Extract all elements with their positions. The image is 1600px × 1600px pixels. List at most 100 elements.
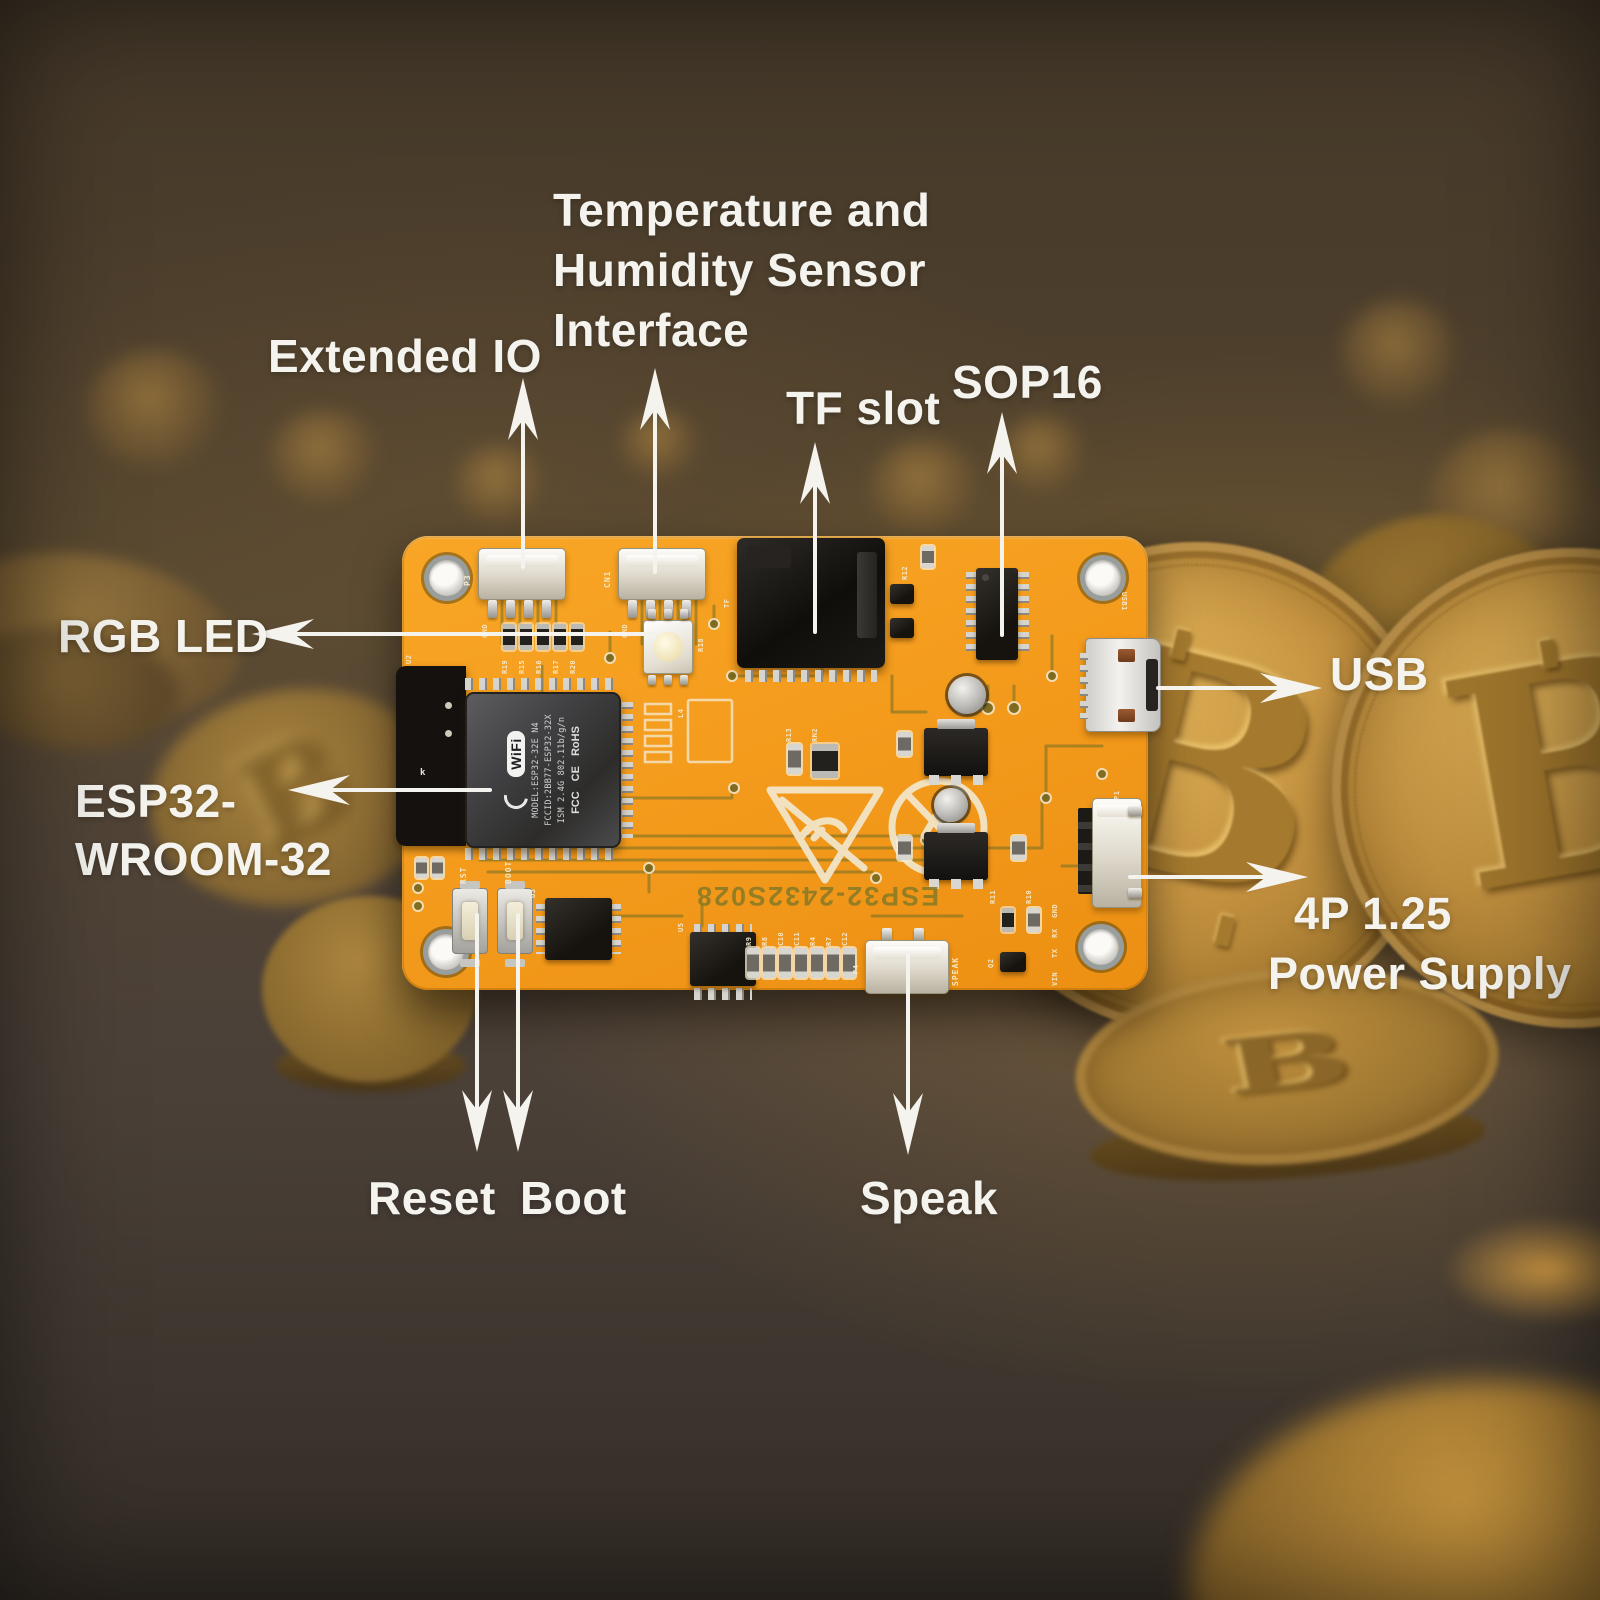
pcb-board: P3 GND CN1 GND R19 R15 R16 R17 R20 R1	[396, 536, 1161, 1000]
boot-button	[497, 881, 533, 954]
power-arrowhead	[1246, 862, 1308, 892]
bokeh-light	[455, 445, 545, 525]
connector-pin	[882, 928, 892, 942]
resistor	[788, 744, 801, 774]
rgb-led	[643, 609, 693, 685]
tf-card-slot	[737, 538, 885, 668]
transistor	[1000, 952, 1026, 972]
passive	[795, 948, 807, 978]
temp-sensor-arrowhead	[640, 368, 670, 430]
bokeh-light	[270, 410, 380, 505]
resistor	[1002, 908, 1014, 932]
passive	[1012, 836, 1025, 860]
reset-arrowhead	[462, 1090, 492, 1152]
connector-pin	[1128, 888, 1142, 898]
resistor	[922, 546, 934, 568]
label-tf-slot: TF slot	[786, 382, 941, 434]
usb-legs	[1080, 653, 1088, 719]
usb-opening	[1146, 659, 1158, 711]
micro-usb-connector	[1080, 638, 1161, 732]
antenna-dot	[445, 730, 452, 737]
passive	[747, 948, 759, 978]
u3-pins	[536, 904, 547, 954]
esp32-arrowhead	[288, 775, 350, 805]
resistor	[571, 624, 583, 650]
label-power-supply-l2: Power Supply	[1268, 948, 1572, 999]
power-connector-pins	[1078, 808, 1094, 894]
connector-pin	[506, 600, 515, 618]
led-pin	[664, 609, 672, 619]
bokeh-light	[85, 350, 225, 470]
label-line: Temperature and	[553, 184, 931, 236]
resistor	[554, 624, 566, 650]
esp32-antenna: k	[396, 666, 466, 846]
tf-slot-spring	[857, 552, 877, 638]
u5-chip	[690, 932, 756, 986]
sop16-arrowhead	[987, 412, 1017, 474]
bokeh-light	[870, 440, 980, 535]
sop16-pins-left	[966, 572, 977, 656]
mounting-hole	[1083, 929, 1119, 965]
esp32-shield: WiFi MODEL:ESP32-32E N4 FCCID:2BB77-ESP3…	[465, 692, 621, 848]
led-pin	[680, 609, 688, 619]
passive	[416, 858, 427, 878]
pin1-dot	[982, 574, 989, 581]
transistor	[890, 618, 914, 638]
sop16-chip	[976, 568, 1018, 660]
silkscreen-k: k	[420, 768, 426, 778]
label-usb: USB	[1330, 648, 1429, 700]
label-extended-io: Extended IO	[268, 330, 542, 382]
passive	[763, 948, 775, 978]
bokeh-light	[620, 410, 700, 480]
u5-pins	[694, 988, 752, 1000]
passive	[898, 732, 911, 756]
temp-humidity-connector	[618, 548, 706, 600]
bokeh-light	[1340, 300, 1460, 410]
passive	[843, 948, 855, 978]
resistor	[537, 624, 549, 650]
label-line: ESP32-	[75, 775, 237, 827]
resistor	[503, 624, 515, 650]
u3-chip	[545, 898, 612, 960]
module-pins-bottom	[465, 848, 617, 860]
boot-arrowhead	[503, 1090, 533, 1152]
connector-pin	[1128, 806, 1142, 816]
label-line: Interface	[553, 304, 750, 356]
connector-pin	[914, 928, 924, 942]
voltage-regulator	[924, 719, 988, 785]
resistor-network	[812, 744, 838, 778]
antenna-dot	[445, 702, 452, 709]
passive	[827, 948, 839, 978]
reset-button	[452, 881, 488, 954]
label-line: WROOM-32	[75, 833, 332, 885]
rgb-led-lens	[653, 632, 683, 662]
capacitor-round	[948, 676, 986, 714]
led-pin	[664, 675, 672, 685]
resistor	[1028, 908, 1040, 932]
label-line: Humidity Sensor	[553, 244, 927, 296]
connector-pin	[524, 600, 533, 618]
label-sop16: SOP16	[952, 356, 1103, 408]
label-temp-sensor: Temperature and Humidity Sensor Interfac…	[553, 180, 930, 360]
mounting-hole	[1085, 560, 1121, 596]
voltage-regulator	[924, 823, 988, 889]
usb-solder-pin	[1118, 649, 1135, 662]
label-esp32-module: ESP32- WROOM-32	[75, 772, 332, 888]
led-pin	[648, 675, 656, 685]
capacitor-round	[934, 788, 968, 822]
usb-arrowhead	[1260, 673, 1322, 703]
power-connector-body	[1092, 798, 1142, 908]
u3-pins	[610, 904, 621, 954]
mounting-hole	[429, 560, 465, 596]
label-power-supply-l1: 4P 1.25	[1294, 888, 1452, 939]
led-pin	[648, 609, 656, 619]
led-pin	[680, 675, 688, 685]
resistor	[520, 624, 532, 650]
label-speak: Speak	[860, 1172, 999, 1224]
power-connector-4p	[1078, 798, 1142, 908]
passive	[898, 836, 911, 860]
tf-slot-notch	[747, 546, 791, 568]
connector-pin	[628, 600, 637, 618]
tf-slot-contacts	[745, 670, 877, 682]
